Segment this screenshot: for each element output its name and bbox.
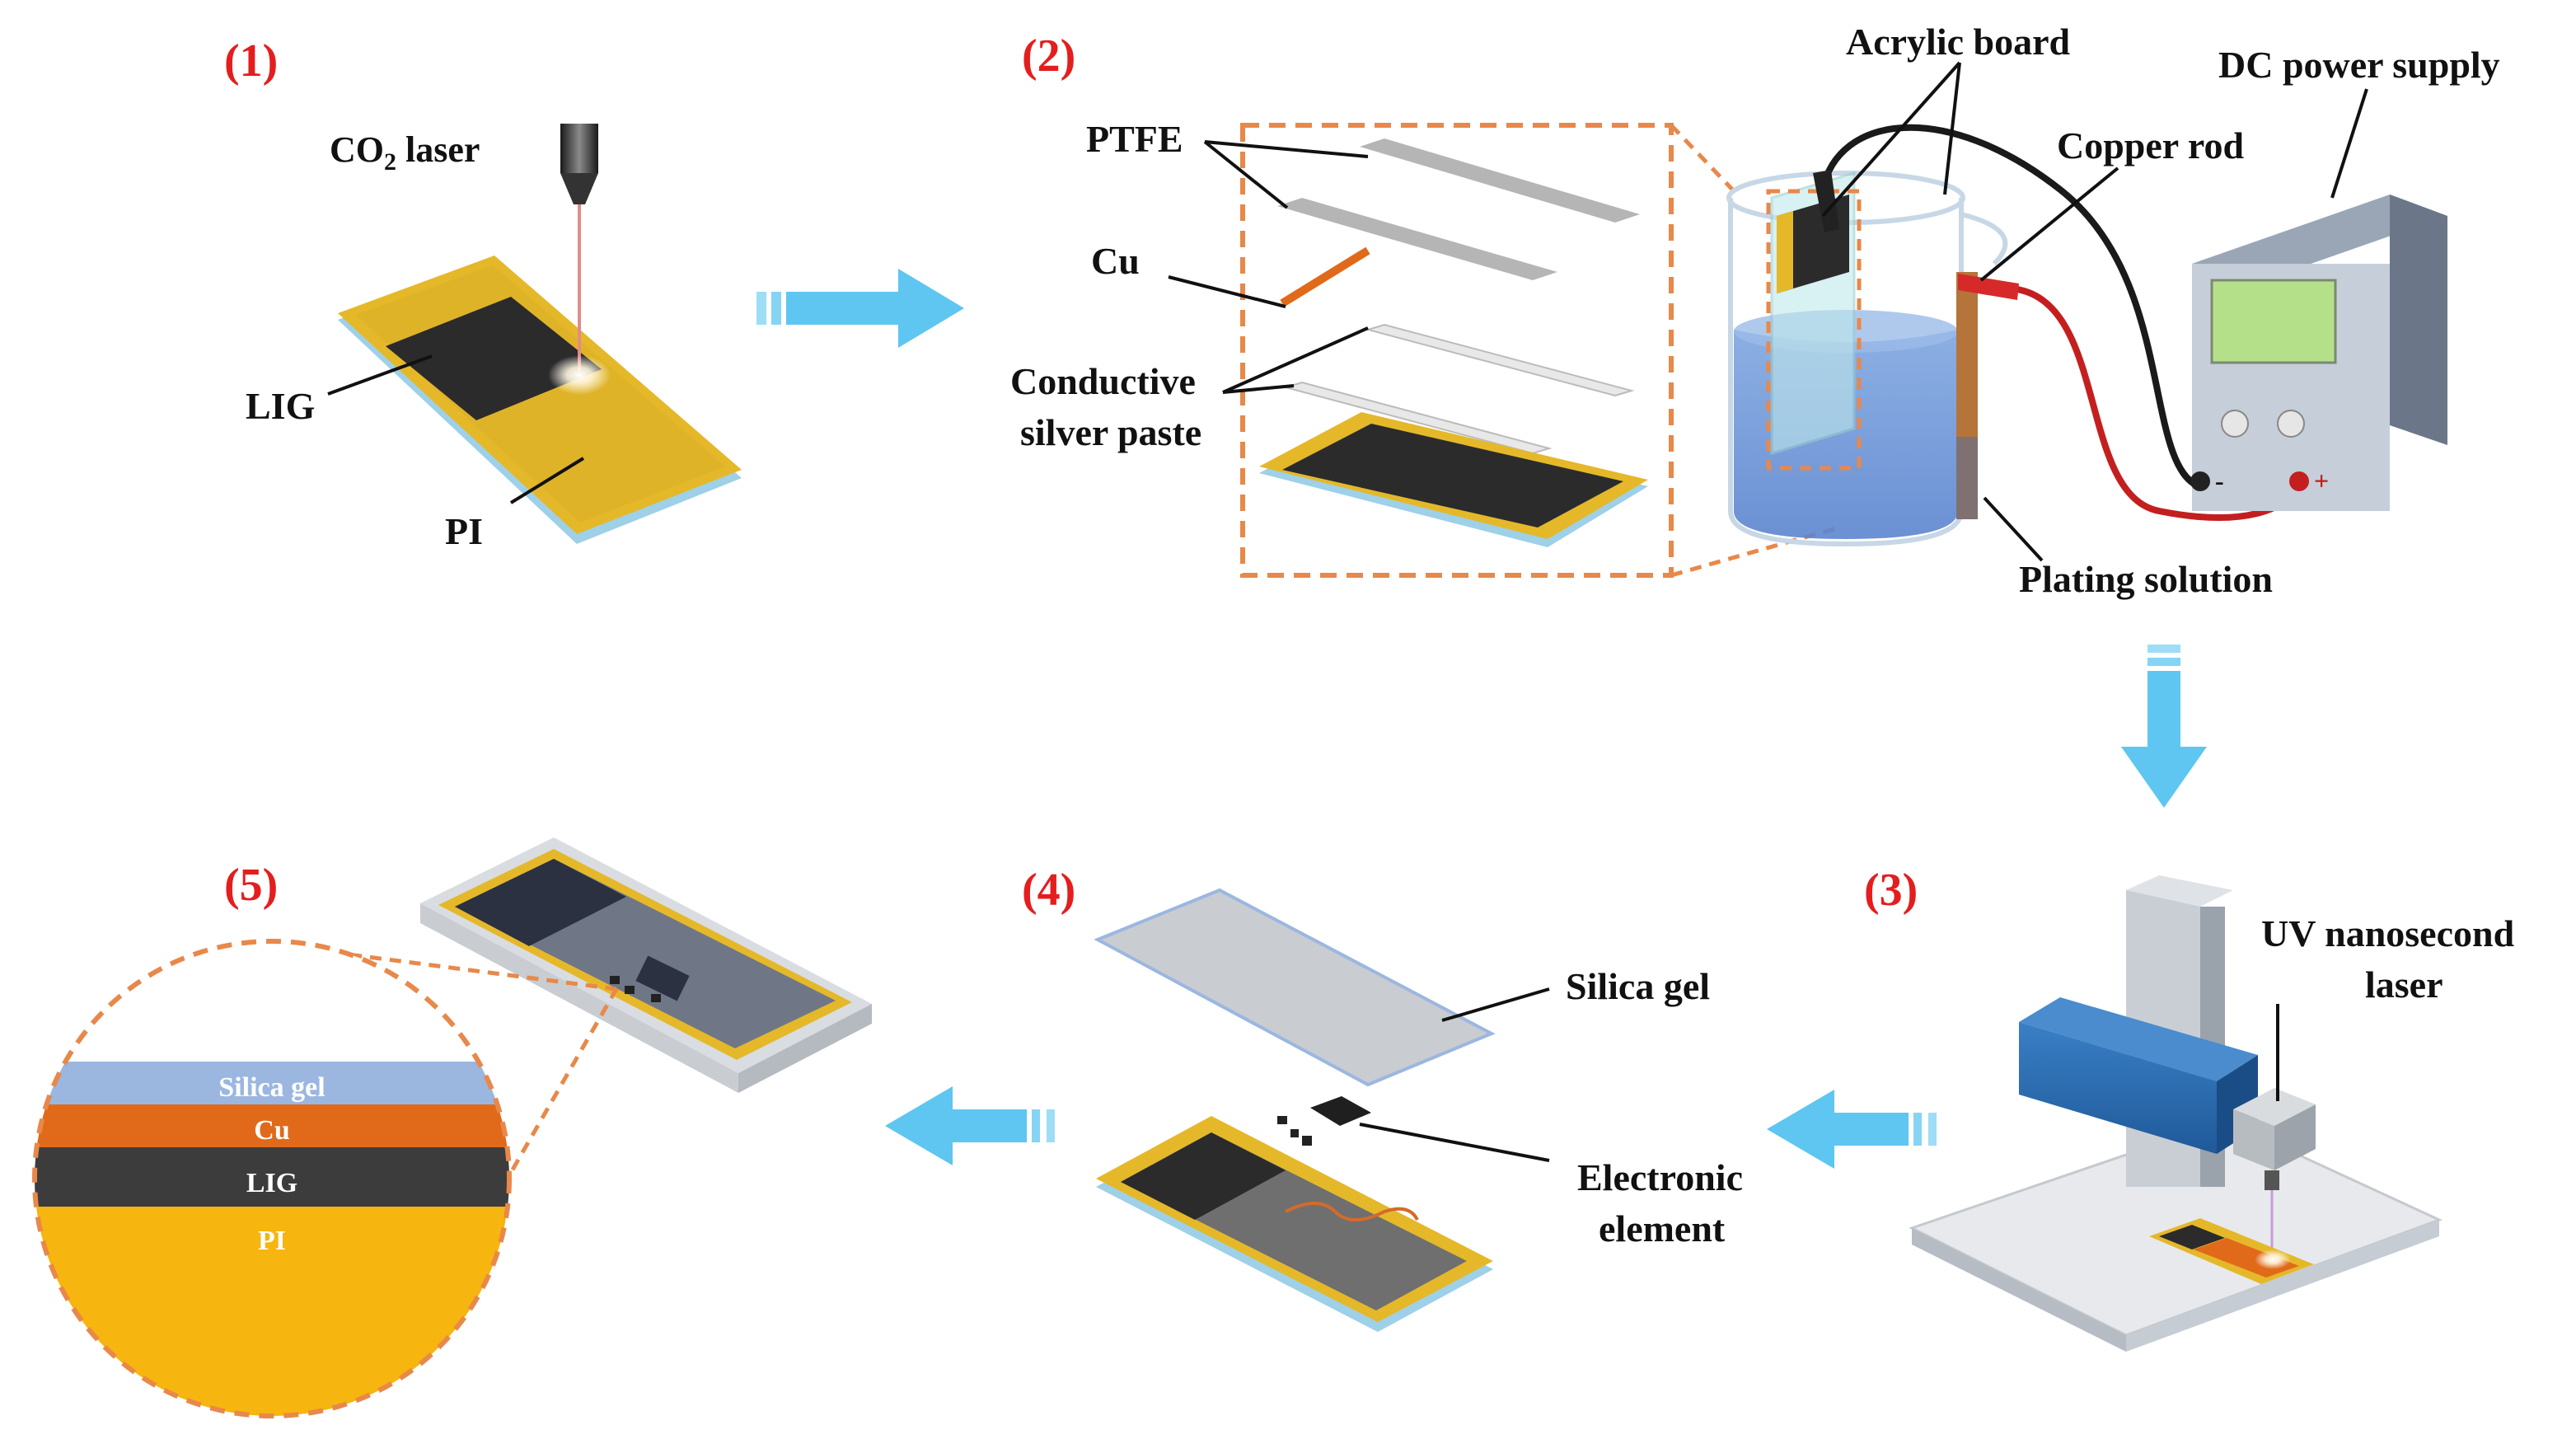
copper-rod-label: Copper rod [2057,124,2244,166]
red-clip [1958,274,2019,300]
acrylic-board-label: Acrylic board [1846,21,2071,63]
layer-lig-label: LIG [246,1168,297,1198]
silica-gel-sheet [1094,888,1496,1087]
black-clip [1813,170,1839,232]
step-2-label: (2) [1022,30,1075,82]
ptfe-label: PTFE [1086,118,1183,160]
co2-laser-tail: laser [396,129,480,170]
step-5-label: (5) [224,860,278,911]
co2-laser-sub: 2 [384,148,396,176]
pi-label: PI [445,510,483,552]
negative-terminal [2190,471,2210,491]
cu-label: Cu [1091,240,1140,282]
encapsulated-chip [635,955,690,1001]
step-1-illustration: CO2 laser LIG PI [246,124,742,552]
dc-power-supply: - + [2190,195,2447,511]
silver-paste-strip-2 [1282,381,1553,455]
plating-solution-label: Plating solution [2019,558,2273,600]
ptfe-strip-2 [1277,198,1557,280]
step-5-illustration: Silica gel Cu LIG PI [32,837,872,1418]
uv-laser-module [2233,1088,2316,1126]
paste-label-line1: Conductive [1010,360,1196,402]
zoom-box [1240,123,1674,578]
arrow-step1-to-step2 [756,269,964,348]
layer-cross-section [35,941,509,1416]
laser-nozzle-tip [560,173,598,204]
lig-leader [327,354,433,396]
step-3-illustration: UV nanosecond laser [1909,875,2515,1352]
uv-laser-label-line1: UV nanosecond [2261,912,2515,954]
uv-laser-label-line2: laser [2365,963,2443,1006]
electronic-element [1310,1096,1371,1126]
step-4-illustration: Silica gel Electronic element [1094,888,1743,1332]
layer-silica [35,1062,509,1104]
zoom-circle [32,939,512,1418]
electronic-element-label-line1: Electronic [1577,1156,1743,1198]
plus-label: + [2314,466,2329,495]
lig-label: LIG [246,385,315,427]
layer-silica-label: Silica gel [218,1072,325,1103]
co2-laser-label: CO2 laser [330,129,480,176]
minus-label: - [2215,466,2224,495]
pi-leader [509,457,585,504]
positive-terminal [2289,471,2309,491]
silica-gel-label: Silica gel [1566,965,1710,1007]
arrow-step4-to-step5 [885,1086,1055,1165]
ptfe-strip-top [1360,138,1640,223]
laser-spot [548,355,611,395]
silver-paste-strip-1 [1365,323,1635,397]
beaker [1726,171,2008,547]
electronic-element-label-line2: element [1599,1207,1726,1249]
laser-nozzle-icon [560,124,598,173]
layer-cu-label: Cu [254,1115,289,1146]
lig-region [386,297,602,420]
dc-display-screen [2210,279,2337,364]
step-1-label: (1) [224,35,278,87]
black-wire [1820,124,2200,490]
laser-head [2019,997,2258,1081]
step-3-label: (3) [1864,865,1918,916]
knob-1 [2221,410,2249,438]
layer-cu [35,1104,509,1147]
step-4-label: (4) [1022,865,1075,916]
layer-lig [35,1147,509,1207]
paste-label-line2: silver paste [1020,411,1201,453]
step-2-illustration: PTFE Cu Conductive silver paste [1010,21,2500,600]
co2-laser-main: CO [330,129,384,170]
arrow-step3-to-step4 [1767,1090,1937,1169]
dc-supply-label: DC power supply [2218,44,2500,86]
cu-strip [1280,246,1370,307]
arrow-step2-to-step3 [2121,645,2207,808]
layer-pi-label: PI [258,1226,286,1256]
knob-2 [2277,410,2305,438]
